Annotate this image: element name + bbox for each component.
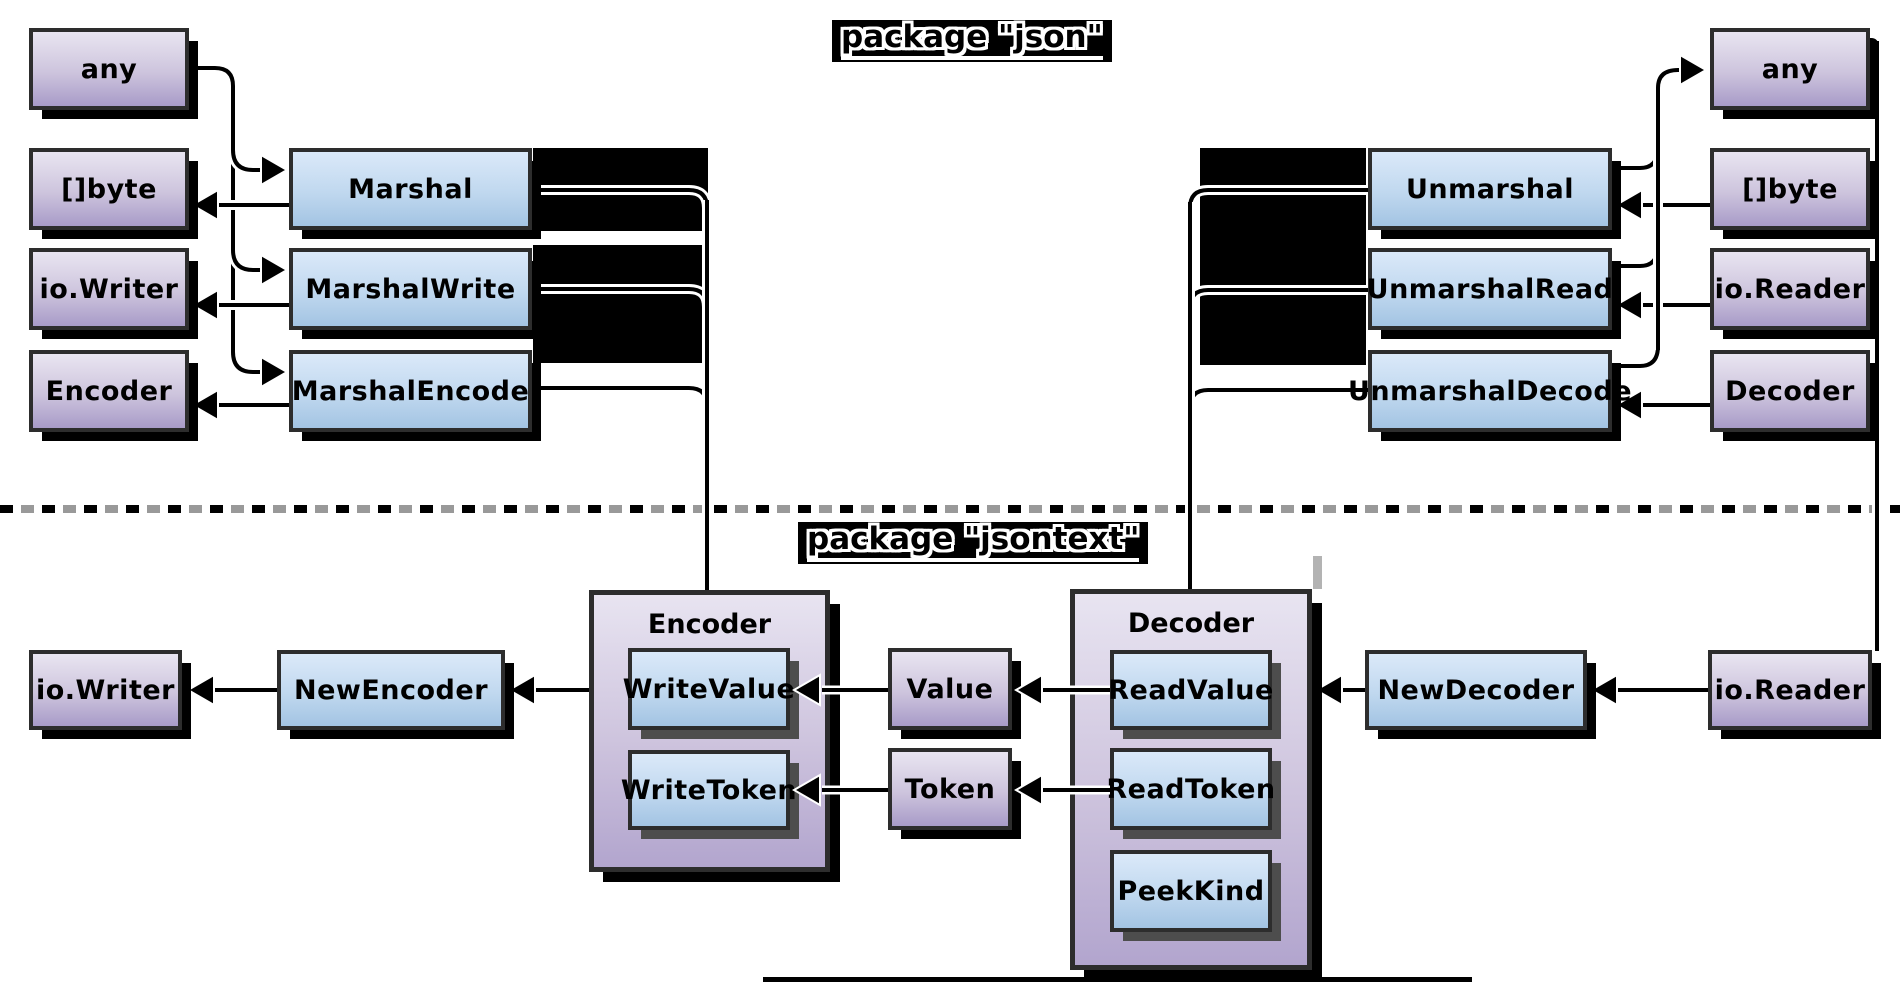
edge-token-to-writetoken: [791, 773, 888, 807]
node-newencoder: NewEncoder: [277, 650, 505, 730]
node-value: Value: [888, 648, 1012, 730]
bottom-rule: [763, 977, 1472, 982]
arrowhead-into-newencoder: [506, 673, 536, 707]
arrowhead-into-value: [1013, 673, 1043, 707]
edges-marshal-to-jsontext-encoder: [532, 185, 712, 591]
redacted-label-block: [1200, 148, 1366, 365]
arrowhead-into-unmarshal: [1613, 188, 1643, 222]
node-any-marshal: any: [29, 28, 189, 110]
edges-unmarshal-to-any: [1612, 53, 1709, 371]
edge-ioreader-to-any: [1869, 35, 1882, 651]
decoder-container-title: Decoder: [1127, 608, 1255, 639]
arrowhead-into-iowriter-bottom: [185, 673, 215, 707]
node-iowriter-jsontext: io.Writer: [29, 650, 182, 730]
redacted-label-block: [533, 245, 708, 363]
node-unmarshal: Unmarshal: [1368, 148, 1612, 230]
arrowhead-into-byteslice: [189, 188, 219, 222]
arrowhead-into-newdecoder: [1588, 673, 1618, 707]
arrowhead-into-encoder-type: [189, 388, 219, 422]
node-readvalue: ReadValue: [1108, 650, 1273, 730]
node-readtoken: ReadToken: [1106, 748, 1275, 830]
package-jsontext-title[interactable]: package "jsontext": [798, 521, 1149, 564]
arrowhead-into-unmarshalread: [1613, 288, 1643, 322]
node-any-unmarshal: any: [1710, 28, 1870, 110]
node-unmarshaldecode: UnmarshalDecode: [1348, 350, 1632, 432]
node-newdecoder: NewDecoder: [1365, 650, 1587, 730]
node-ioreader-unmarshal: io.Reader: [1710, 248, 1870, 330]
arrowhead-into-marshal: [260, 153, 290, 187]
encoder-container-title: Encoder: [647, 609, 772, 640]
node-unmarshalread: UnmarshalRead: [1367, 248, 1613, 330]
node-byteslice-unmarshal: []byte: [1710, 148, 1870, 230]
package-jsontext-title-text[interactable]: package "jsontext": [807, 521, 1140, 562]
edges-jsontext-row: [185, 673, 1708, 707]
arrowhead-into-marshalencode: [260, 355, 290, 389]
node-peekkind: PeekKind: [1110, 850, 1272, 932]
edge-readvalue-to-value: [1013, 673, 1110, 707]
arrowhead-into-decoder-container: [1313, 673, 1343, 707]
edges-unmarshal-to-jsontext-decoder: [1185, 185, 1368, 590]
node-writetoken: WriteToken: [621, 750, 797, 830]
package-json-title-text[interactable]: package "json": [841, 19, 1103, 60]
edge-readtoken-to-token: [1013, 773, 1110, 807]
node-encoder-type: Encoder: [29, 350, 189, 432]
arrowhead-into-iowriter: [189, 288, 219, 322]
arrowhead-into-marshalwrite: [260, 253, 290, 287]
node-ioreader-jsontext: io.Reader: [1708, 650, 1872, 730]
node-token: Token: [888, 748, 1012, 830]
arrowhead-into-any-right: [1679, 53, 1709, 87]
node-writevalue: WriteValue: [623, 648, 795, 730]
node-marshal: Marshal: [289, 148, 532, 230]
arrowhead-into-writevalue: [791, 673, 821, 707]
edge-any-to-marshal-funcs: [189, 63, 290, 389]
arrowhead-into-token: [1013, 773, 1043, 807]
node-iowriter-marshal: io.Writer: [29, 248, 189, 330]
arrowhead-into-writetoken: [791, 773, 821, 807]
gray-tick-artifact: [1313, 556, 1322, 589]
arrowhead-into-unmarshaldecode: [1613, 388, 1643, 422]
package-json-title[interactable]: package "json": [832, 19, 1112, 62]
node-byteslice-marshal: []byte: [29, 148, 189, 230]
node-decoder-type: Decoder: [1710, 350, 1870, 432]
node-marshalencode: MarshalEncode: [289, 350, 532, 432]
node-marshalwrite: MarshalWrite: [289, 248, 532, 330]
edge-value-to-writevalue: [791, 673, 888, 707]
edges-marshal-outputs: [189, 188, 289, 422]
